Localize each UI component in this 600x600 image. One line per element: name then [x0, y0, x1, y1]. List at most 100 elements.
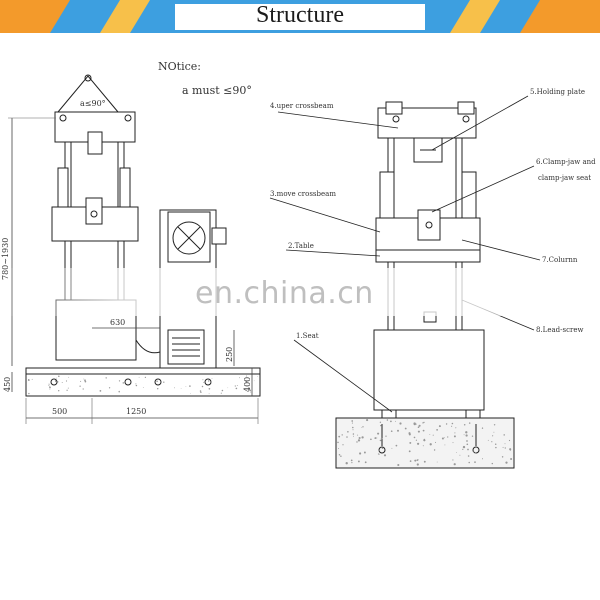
- foundation-speckle: [352, 426, 354, 429]
- dim-1250: 1250: [126, 407, 146, 416]
- base-speckle: [221, 389, 224, 392]
- banner-graphic: [0, 0, 600, 33]
- foundation-speckle: [417, 459, 419, 461]
- foundation-speckle: [361, 436, 364, 439]
- foundation-speckle: [493, 431, 495, 433]
- notice-rule: a must ≤90°: [182, 84, 252, 97]
- foundation-speckle: [386, 419, 389, 421]
- foundation-speckle: [397, 429, 399, 432]
- base-speckle: [48, 384, 50, 386]
- base-speckle: [227, 387, 229, 389]
- foundation-speckle: [491, 441, 493, 443]
- base-speckle: [250, 391, 252, 393]
- foundation-speckle: [353, 435, 354, 437]
- foundation-speckle: [350, 459, 353, 462]
- base-speckle: [208, 393, 210, 395]
- header-banner: Structure: [0, 0, 600, 33]
- part-label-clamp-jaw-seat: clamp-jaw seat: [538, 174, 591, 182]
- foundation-speckle: [404, 427, 407, 430]
- foundation-speckle: [422, 429, 425, 432]
- foundation-speckle: [453, 435, 456, 438]
- base-speckle: [67, 387, 69, 389]
- foundation-speckle: [363, 451, 366, 454]
- base-speckle: [108, 387, 111, 389]
- foundation-speckle: [379, 439, 382, 442]
- foundation-speckle: [436, 429, 438, 431]
- base-speckle: [54, 380, 56, 382]
- foundation-speckle: [429, 434, 431, 435]
- foundation-speckle: [338, 448, 340, 449]
- base-speckle: [99, 390, 102, 392]
- dim-630: 630: [110, 318, 125, 327]
- base-speckle: [138, 376, 140, 378]
- foundation-speckle: [453, 463, 456, 466]
- base-speckle: [61, 382, 63, 383]
- dim-250: 250: [225, 347, 234, 362]
- foundation-speckle: [452, 459, 454, 461]
- foundation-speckle: [503, 434, 505, 436]
- foundation-speckle: [481, 427, 484, 429]
- watermark-band: [0, 268, 600, 316]
- foundation-speckle: [351, 462, 353, 464]
- foundation-speckle: [462, 445, 466, 449]
- base-speckle: [210, 381, 212, 383]
- foundation-speckle: [361, 427, 363, 428]
- base-speckle: [246, 375, 247, 377]
- foundation-speckle: [395, 420, 396, 422]
- base-speckle: [208, 380, 210, 382]
- foundation-speckle: [358, 436, 361, 440]
- base-speckle: [144, 376, 147, 379]
- foundation-speckle: [362, 426, 364, 428]
- base-speckle: [163, 381, 165, 383]
- base-speckle: [31, 378, 33, 380]
- foundation-speckle: [504, 443, 506, 445]
- foundation-speckle: [366, 419, 369, 422]
- foundation-speckle: [391, 447, 393, 449]
- foundation-speckle: [433, 449, 436, 451]
- base-speckle: [122, 382, 125, 384]
- foundation-speckle: [385, 435, 387, 437]
- foundation-speckle: [357, 460, 360, 463]
- foundation-speckle: [429, 443, 432, 446]
- foundation-speckle: [463, 434, 465, 436]
- foundation-speckle: [374, 437, 377, 440]
- base-speckle: [28, 392, 30, 395]
- base-speckle: [135, 383, 137, 385]
- foundation-speckle: [423, 439, 426, 442]
- base-speckle: [55, 377, 57, 379]
- base-speckle: [156, 380, 158, 383]
- part-label-column: 7.Colurnn: [542, 256, 578, 264]
- base-speckle: [118, 390, 120, 393]
- foundation-speckle: [409, 460, 412, 462]
- base-speckle: [68, 376, 70, 378]
- foundation-speckle: [443, 437, 445, 439]
- foundation-speckle: [357, 439, 361, 442]
- notice-title: NOtice:: [158, 60, 201, 73]
- angle-label: a≤90°: [80, 99, 106, 108]
- foundation-speckle: [504, 447, 506, 449]
- base-speckle: [65, 380, 68, 382]
- foundation-speckle: [508, 439, 511, 442]
- foundation-speckle: [345, 462, 348, 465]
- foundation-speckle: [423, 460, 426, 463]
- foundation-speckle: [346, 436, 348, 438]
- base-speckle: [55, 381, 57, 383]
- foundation-speckle: [352, 433, 355, 435]
- part-label-lead-screw: 8.Lead-screw: [536, 326, 583, 334]
- foundation-speckle: [341, 434, 343, 436]
- foundation-speckle: [471, 435, 474, 437]
- foundation-speckle: [441, 437, 444, 440]
- base-speckle: [203, 381, 205, 383]
- foundation-speckle: [455, 427, 457, 429]
- foundation-speckle: [502, 446, 504, 448]
- foundation-speckle: [474, 461, 476, 463]
- dim-450: 450: [3, 377, 12, 392]
- foundation-speckle: [444, 444, 446, 446]
- foundation-speckle: [445, 423, 448, 425]
- foundation-speckle: [501, 456, 504, 458]
- base-speckle: [202, 379, 204, 381]
- base-speckle: [245, 380, 248, 383]
- foundation-speckle: [415, 439, 418, 441]
